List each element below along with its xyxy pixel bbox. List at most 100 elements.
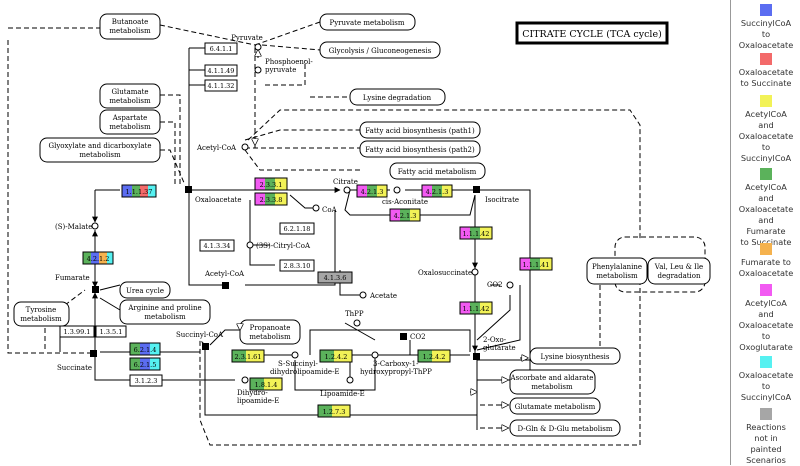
pathway-glutamate-metabolism[interactable]: Glutamate metabolism <box>509 397 601 415</box>
enzyme-1-8-1-4[interactable]: 1.8.1.4 <box>249 377 283 391</box>
pathway-tyrosine[interactable]: Tyrosine metabolism <box>13 301 70 327</box>
enzyme-4-2-1-3-c[interactable]: 4.2.1.3 <box>389 208 421 222</box>
pathway-label: metabolism <box>109 27 151 35</box>
enzyme-4-1-3-34[interactable]: 4.1.3.34 <box>199 239 235 252</box>
pathway-label: Glyoxylate and dicarboxylate <box>48 142 151 150</box>
enzyme-6-4-1-1[interactable]: 6.4.1.1 <box>204 42 238 55</box>
enzyme-1-2-7-3[interactable]: 1.2.7.3 <box>317 404 351 418</box>
node-succinyl-coa[interactable] <box>202 343 209 350</box>
node-citryl-coa[interactable] <box>246 241 254 249</box>
pathway-arginine[interactable]: Arginine and proline metabolism <box>119 299 211 325</box>
enzyme-label: 4.2.1.2 <box>87 255 110 263</box>
node-acetate[interactable] <box>359 291 367 299</box>
label-co2-b: CO2 <box>410 333 426 341</box>
enzyme-1-1-1-42-a[interactable]: 1.1.1.42 <box>459 226 493 240</box>
pathway-dgln-dglu[interactable]: D-Gln & D-Glu metabolism <box>509 419 621 437</box>
enzyme-4-1-1-32[interactable]: 4.1.1.32 <box>204 79 238 92</box>
compound-labels: Pyruvate Phosphoenol- pyruvate Acetyl-Co… <box>55 34 519 405</box>
pathway-label: Arginine and proline <box>127 304 201 312</box>
node-dihydrolipoamide[interactable] <box>241 376 249 384</box>
node-pyruvate[interactable] <box>254 43 262 51</box>
pathway-label: Ascorbate and aldarate <box>510 374 594 382</box>
enzyme-4-2-1-2[interactable]: 4.2.1.2 <box>82 251 114 265</box>
pathway-propanoate[interactable]: Propanoate metabolism <box>239 319 301 345</box>
enzyme-4-1-3-6[interactable]: 4.1.3.6 <box>317 271 353 284</box>
enzyme-4-1-1-49[interactable]: 4.1.1.49 <box>204 64 238 77</box>
node-oxaloacetate[interactable] <box>185 186 192 193</box>
enzyme-1-2-4-2-b[interactable]: 1.2.4.2 <box>417 349 451 363</box>
pathway-label: Propanoate <box>250 324 291 332</box>
label-s-succinyl: dihydrolipoamide-E <box>270 368 340 376</box>
enzyme-boxes: 6.4.1.1 4.1.1.49 4.1.1.32 6.2.1.18 4.1.3… <box>59 42 553 418</box>
pathway-lysine-degradation[interactable]: Lysine degradation <box>349 88 446 106</box>
pathway-ascorbate[interactable]: Ascorbate and aldarate metabolism <box>509 369 596 395</box>
node-oxoglutarate[interactable] <box>473 353 480 360</box>
pathway-label: Glutamate <box>111 88 148 96</box>
pathway-fa-metabolism[interactable]: Fatty acid metabolism <box>389 162 486 180</box>
pathway-label: Tyrosine <box>26 306 57 314</box>
legend-swatch <box>760 53 772 65</box>
enzyme-4-2-1-3-b[interactable]: 4.2.1.3 <box>421 184 453 198</box>
pathway-glyoxylate[interactable]: Glyoxylate and dicarboxylate metabolism <box>39 137 161 163</box>
enzyme-3-1-2-3[interactable]: 3.1.2.3 <box>129 374 163 387</box>
enzyme-1-2-4-2-a[interactable]: 1.2.4.2 <box>319 349 353 363</box>
node-lipoamide[interactable] <box>346 376 354 384</box>
node-co2-b[interactable] <box>400 333 407 340</box>
enzyme-2-8-3-10[interactable]: 2.8.3.10 <box>279 259 315 272</box>
node-cis-aconitate[interactable] <box>393 186 401 194</box>
enzyme-6-2-1-5[interactable]: 6.2.1.5 <box>129 357 161 371</box>
pathway-glycolysis[interactable]: Glycolysis / Gluconeogenesis <box>319 41 441 59</box>
enzyme-2-3-3-1[interactable]: 2.3.3.1 <box>254 177 288 191</box>
enzyme-1-1-1-41[interactable]: 1.1.1.41 <box>519 257 553 271</box>
node-succinate[interactable] <box>90 350 97 357</box>
enzyme-1-1-1-42-b[interactable]: 1.1.1.42 <box>459 301 493 315</box>
enzyme-1-3-99-1[interactable]: 1.3.99.1 <box>59 325 95 338</box>
enzyme-4-2-1-3-a[interactable]: 4.2.1.3 <box>356 184 388 198</box>
node-thpp[interactable] <box>353 319 361 327</box>
pathway-butanoate[interactable]: Butanoate metabolism <box>99 13 161 40</box>
label-s-malate: (S)-Malate <box>55 223 92 231</box>
compound-nodes <box>90 43 514 384</box>
node-coa[interactable] <box>312 204 320 212</box>
enzyme-1-1-1-37[interactable]: 1.1.1.37 <box>121 184 157 198</box>
node-carboxy[interactable] <box>371 351 379 359</box>
node-citrate[interactable] <box>343 186 351 194</box>
enzyme-2-3-1-61[interactable]: 2.3.1.61 <box>231 349 265 363</box>
label-isocitrate: Isocitrate <box>485 196 519 204</box>
pathway-label: metabolism <box>20 315 62 323</box>
pathway-fa-biosynthesis-2[interactable]: Fatty acid biosynthesis (path2) <box>359 140 481 158</box>
pathway-lysine-biosynthesis[interactable]: Lysine biosynthesis <box>529 347 621 365</box>
node-s-succinyl[interactable] <box>291 351 299 359</box>
pathway-glutamate[interactable]: Glutamate metabolism <box>99 83 161 109</box>
enzyme-label: 6.2.1.4 <box>134 346 157 354</box>
label-cis-aconitate: cis-Aconitate <box>382 198 428 206</box>
node-acetyl-coa[interactable] <box>241 143 249 151</box>
node-fumarate[interactable] <box>92 286 99 293</box>
enzyme-6-2-1-18[interactable]: 6.2.1.18 <box>279 222 315 235</box>
node-s-malate[interactable] <box>91 222 99 230</box>
pathway-valine[interactable]: Val, Leu & Ile degradation <box>647 257 711 285</box>
pathway-phenylalanine[interactable]: Phenylalanine metabolism <box>586 257 648 285</box>
pathway-urea-cycle[interactable]: Urea cycle <box>119 281 171 299</box>
pathway-label: metabolism <box>109 97 151 105</box>
enzyme-2-3-3-8[interactable]: 2.3.3.8 <box>254 192 288 206</box>
pathway-aspartate[interactable]: Aspartate metabolism <box>99 109 161 135</box>
pathway-pyruvate-metabolism[interactable]: Pyruvate metabolism <box>319 13 416 31</box>
node-co2-a[interactable] <box>506 281 514 289</box>
pathway-fa-biosynthesis-1[interactable]: Fatty acid biosynthesis (path1) <box>359 121 481 139</box>
pathway-label: Glycolysis / Gluconeogenesis <box>329 47 432 55</box>
label-carboxy: hydroxypropyl-ThPP <box>360 368 432 376</box>
node-isocitrate[interactable] <box>473 186 480 193</box>
pathway-label: metabolism <box>531 383 573 391</box>
node-oxalosuccinate[interactable] <box>471 268 479 276</box>
pathway-label: metabolism <box>79 151 121 159</box>
enzyme-1-3-5-1[interactable]: 1.3.5.1 <box>95 325 127 338</box>
node-pep[interactable] <box>254 66 262 74</box>
node-acetyl-coa-2[interactable] <box>222 282 229 289</box>
enzyme-6-2-1-4[interactable]: 6.2.1.4 <box>129 342 161 356</box>
